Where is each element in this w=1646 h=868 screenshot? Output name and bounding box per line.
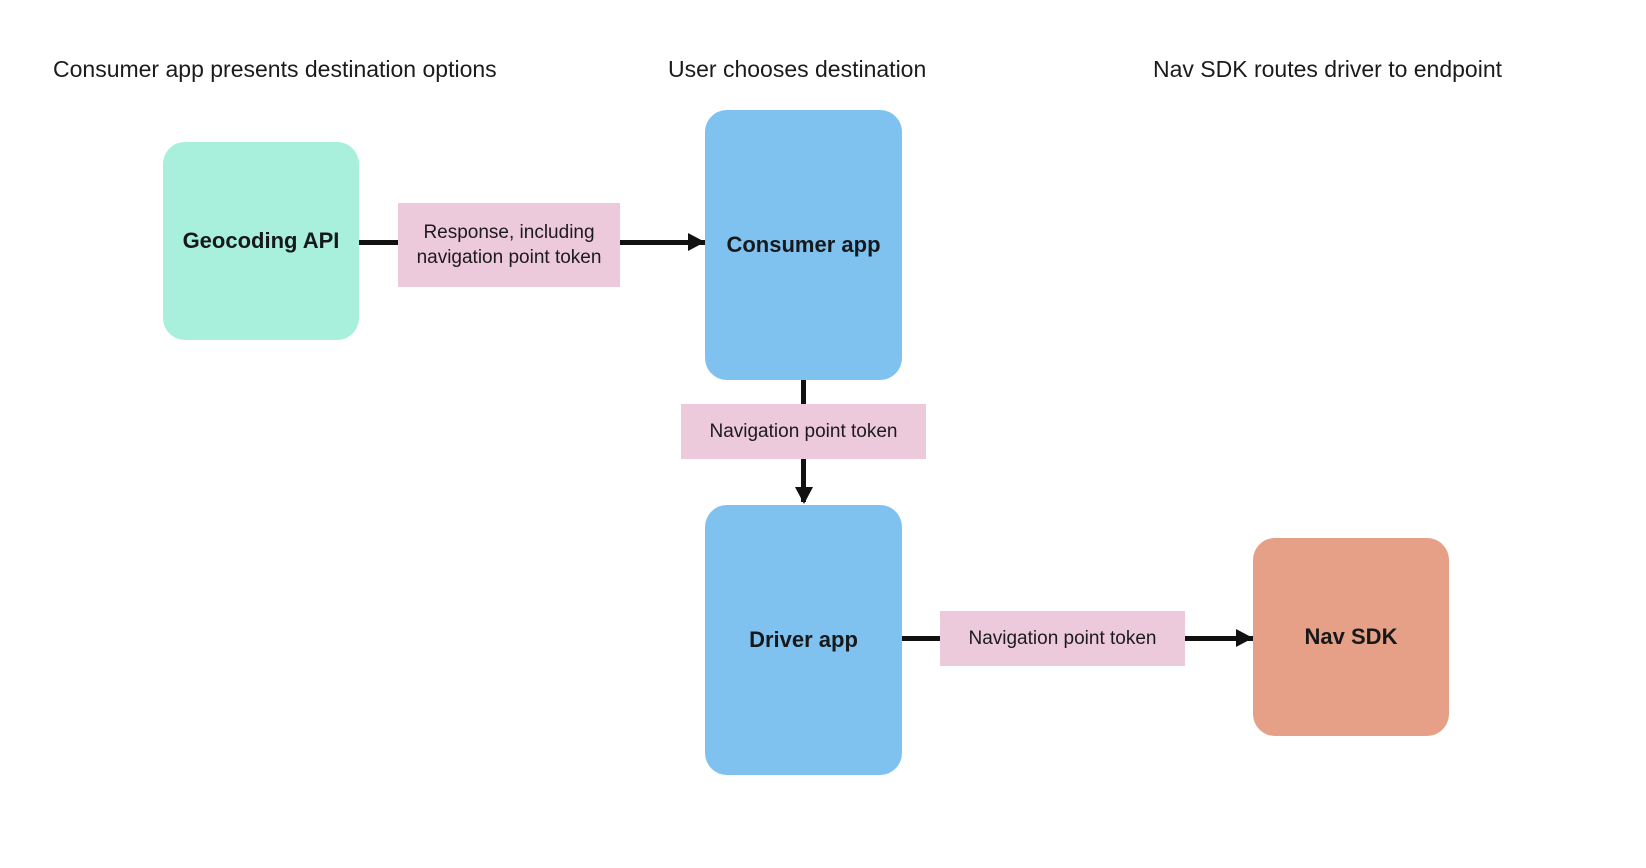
arrow-head-right-icon xyxy=(688,233,705,251)
edge-label-nav-token-horizontal-text: Navigation point token xyxy=(968,628,1157,649)
column-header-user-chooses: User chooses destination xyxy=(668,56,927,82)
edge-label-response-text: Response, including navigation point tok… xyxy=(416,222,602,268)
arrow-head-right-icon-2 xyxy=(1236,629,1253,647)
edge-label-nav-token-vertical-text: Navigation point token xyxy=(709,421,898,442)
column-header-consumer-app: Consumer app presents destination option… xyxy=(53,56,497,82)
node-consumer-app[interactable]: Consumer app xyxy=(705,110,902,380)
node-driver-app-label: Driver app xyxy=(749,627,858,652)
column-header-nav-sdk: Nav SDK routes driver to endpoint xyxy=(1153,56,1503,82)
node-consumer-app-label: Consumer app xyxy=(726,232,881,257)
node-geocoding-api-label: Geocoding API xyxy=(182,228,340,253)
node-nav-sdk[interactable]: Nav SDK xyxy=(1253,538,1449,736)
edge-label-navigation-point-token-vertical: Navigation point token xyxy=(681,404,926,459)
edge-label-response-including-navigation-point-token: Response, including navigation point tok… xyxy=(398,203,620,287)
arrow-head-down-icon xyxy=(795,487,813,504)
edge-label-navigation-point-token-horizontal: Navigation point token xyxy=(940,611,1185,666)
node-driver-app[interactable]: Driver app xyxy=(705,505,902,775)
node-geocoding-api[interactable]: Geocoding API xyxy=(163,142,359,340)
node-nav-sdk-label: Nav SDK xyxy=(1304,624,1398,649)
